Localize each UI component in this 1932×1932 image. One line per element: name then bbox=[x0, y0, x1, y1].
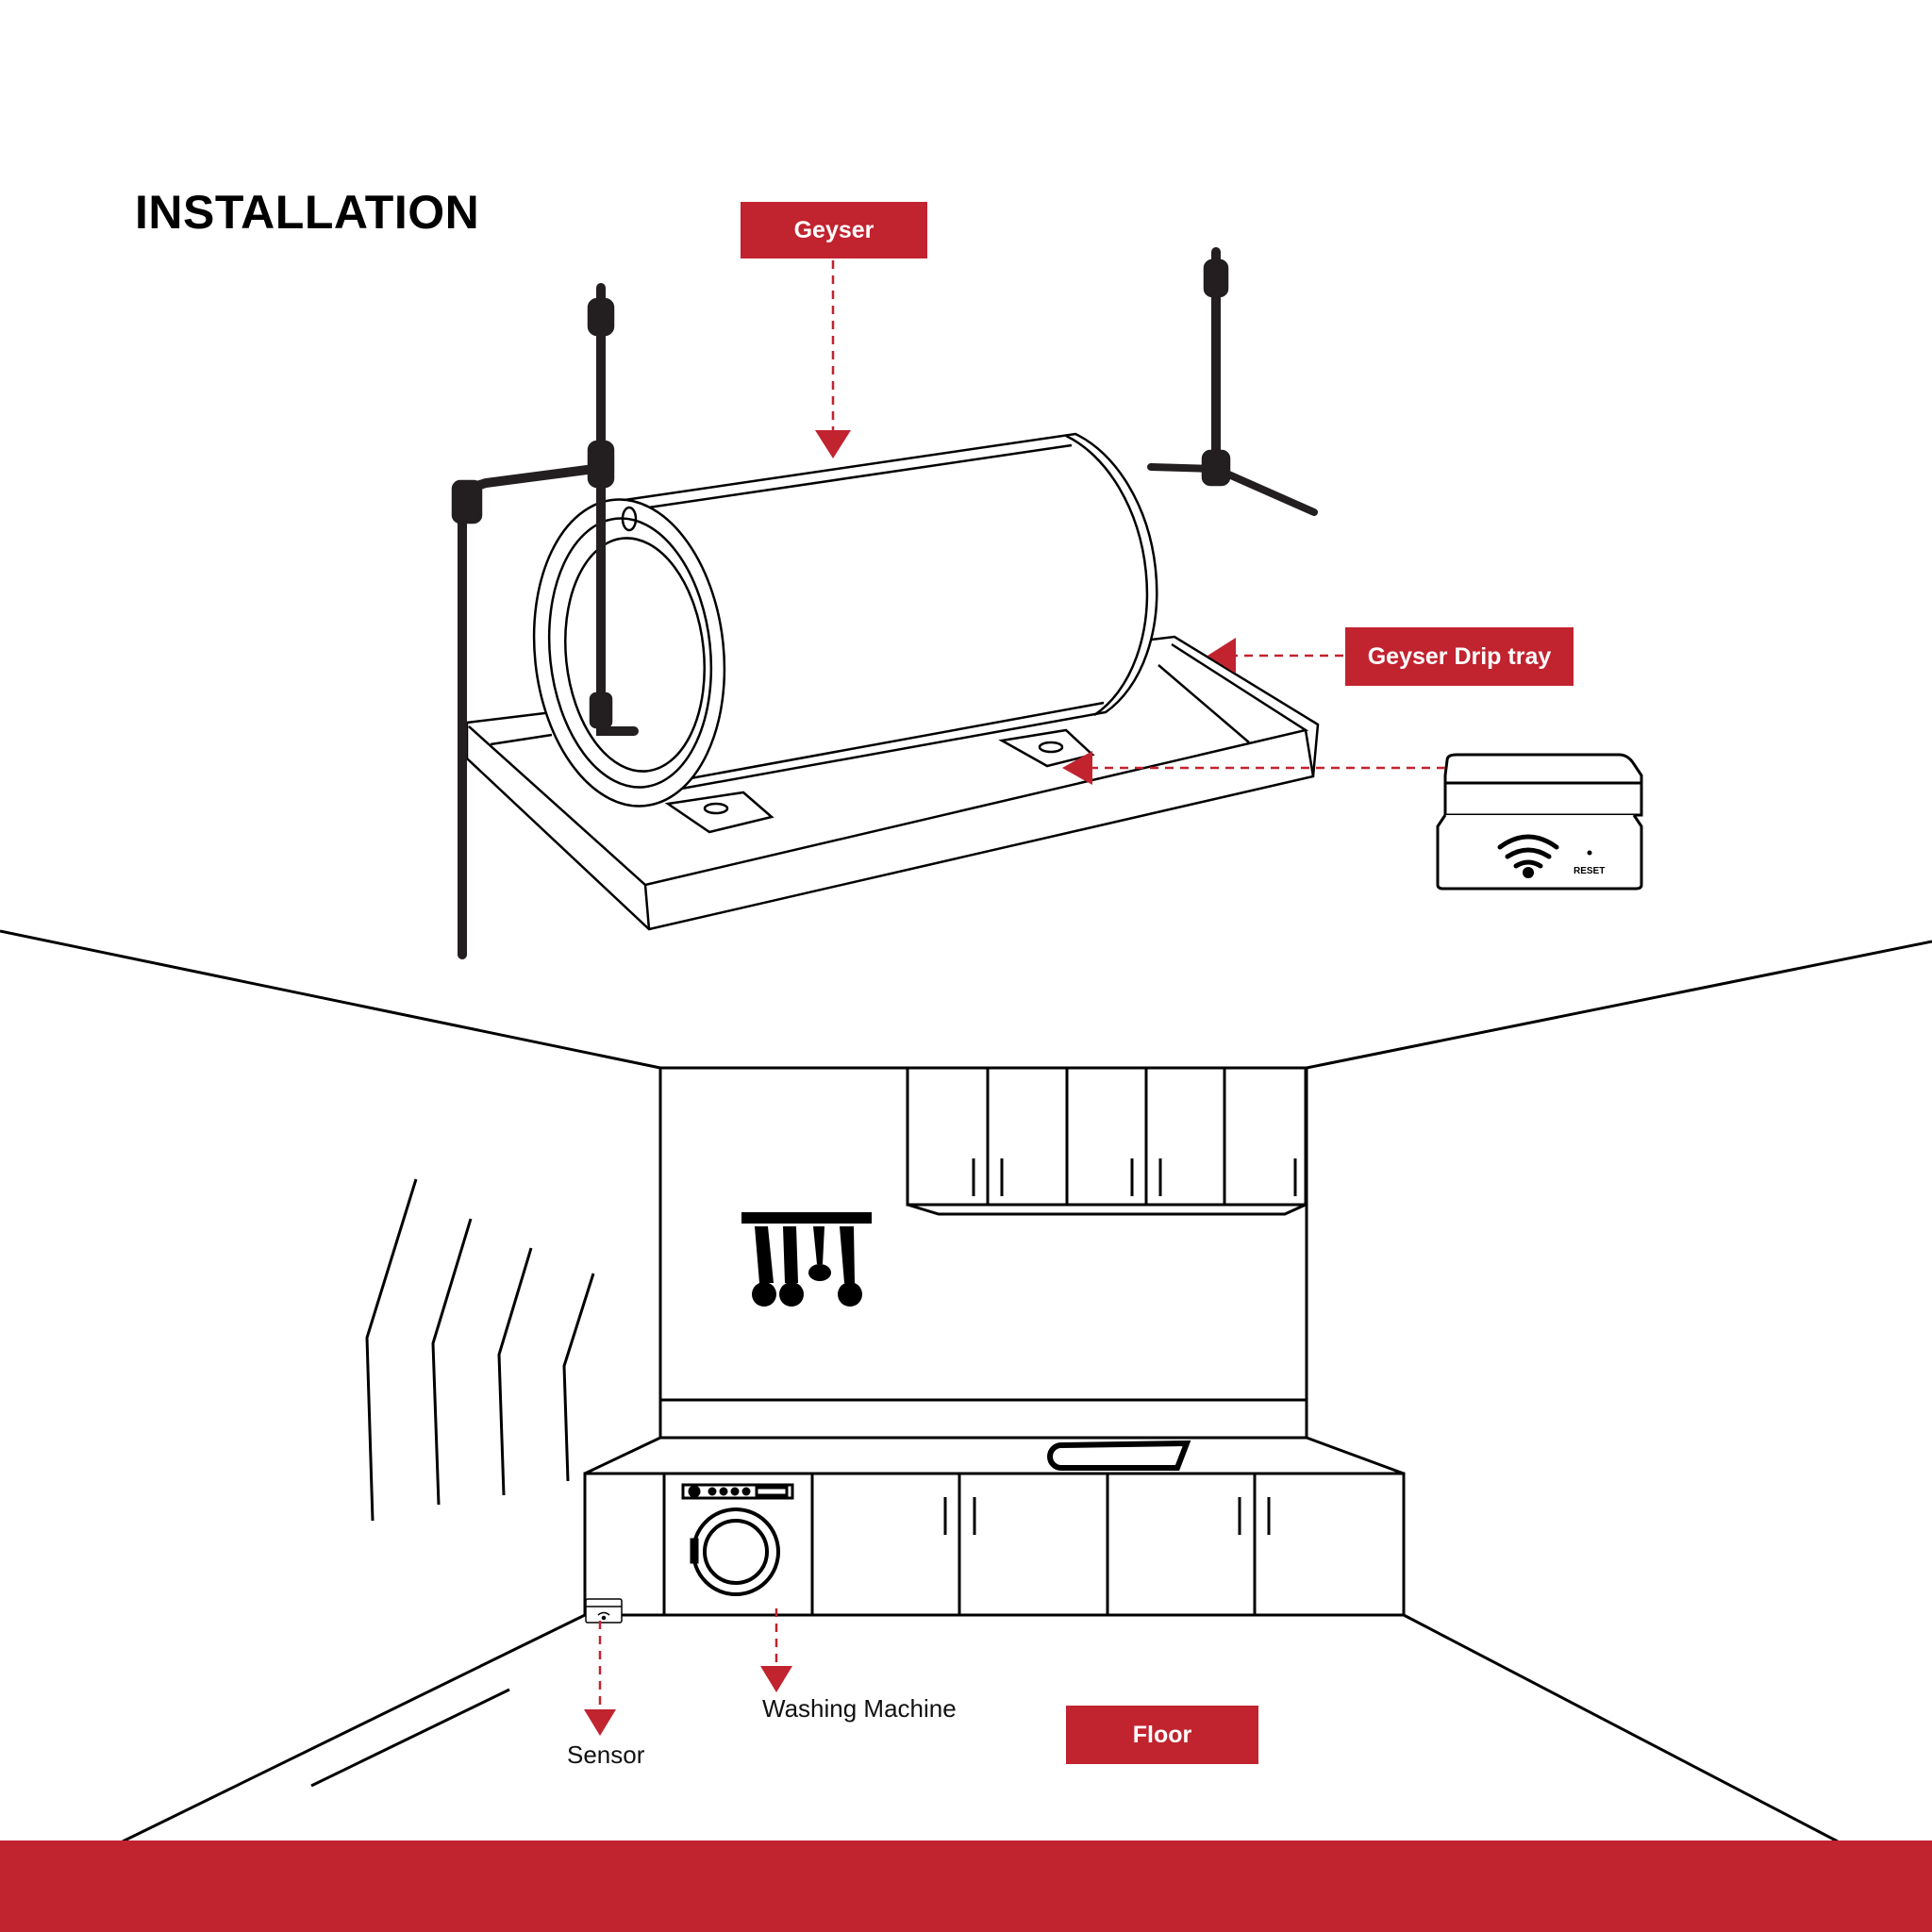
sensor-icon bbox=[585, 1598, 623, 1624]
reset-label: RESET bbox=[1574, 866, 1606, 876]
washing-machine-icon bbox=[681, 1483, 794, 1596]
footer-band-fill bbox=[0, 1840, 1932, 1932]
drip-tray-label: Geyser Drip tray bbox=[1345, 627, 1574, 686]
arrowheads bbox=[584, 430, 1236, 1736]
wifi-icon bbox=[1497, 834, 1592, 878]
sensor-floor-arrowhead bbox=[584, 1709, 616, 1736]
washing-machine-arrowhead bbox=[760, 1666, 792, 1692]
geyser-assembly bbox=[451, 247, 1320, 959]
wifi-leak-detector bbox=[1436, 753, 1643, 891]
lower-cabinets bbox=[583, 1436, 1406, 1617]
page-title: INSTALLATION bbox=[135, 186, 480, 239]
floor-label: Floor bbox=[1066, 1706, 1258, 1764]
water-pipes bbox=[451, 247, 1318, 959]
leader-arrows bbox=[598, 260, 1445, 1713]
geyser-arrowhead bbox=[815, 430, 851, 458]
geyser-label: Geyser bbox=[741, 202, 927, 258]
washing-machine-label: Washing Machine bbox=[762, 1694, 957, 1723]
footer-band bbox=[0, 1840, 1932, 1932]
sensor-label: Sensor bbox=[567, 1740, 645, 1769]
drip-tray-arrowhead bbox=[1208, 638, 1236, 674]
sensor-arrowhead bbox=[1062, 751, 1092, 785]
upper-cabinets bbox=[906, 1066, 1307, 1216]
utensil-rack-icon bbox=[741, 1212, 872, 1307]
geyser-tank bbox=[532, 432, 1158, 808]
